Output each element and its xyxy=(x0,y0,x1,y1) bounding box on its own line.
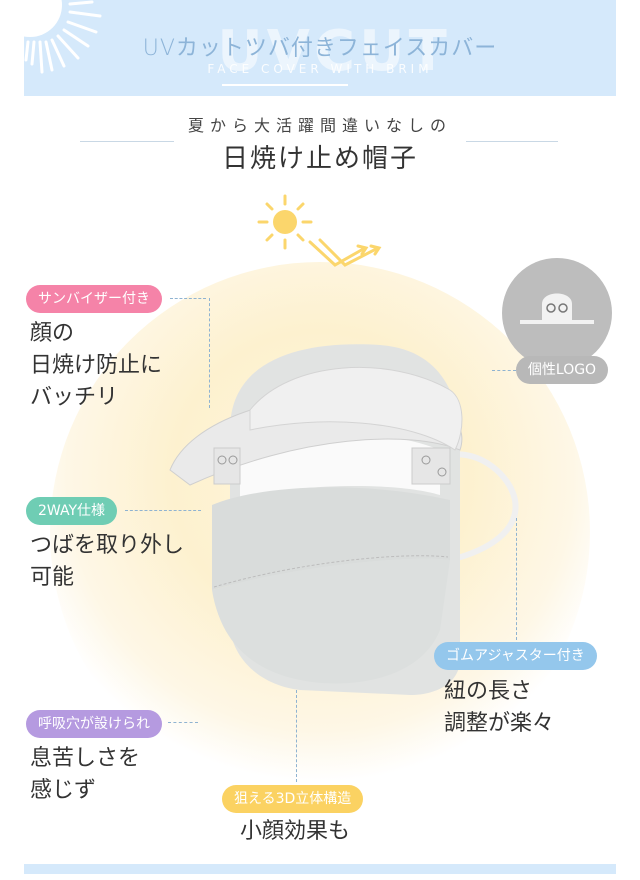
description-line: 感じず xyxy=(30,778,97,803)
face-cover-illustration xyxy=(169,344,519,695)
description-line: 小顔効果も xyxy=(240,819,351,844)
connector-line xyxy=(170,298,206,299)
sun-reflect-icon xyxy=(240,190,390,280)
sun-icon xyxy=(0,0,110,90)
header-watermark: UVCUT xyxy=(217,19,451,84)
feature-badge-2way: 2WAY仕様 xyxy=(26,497,118,525)
feature-description-3d-structure: 小顔効果も xyxy=(240,816,350,848)
description-line: 調整が楽々 xyxy=(444,711,555,736)
header-title: UVカットツバ付きフェイスカバー xyxy=(142,36,498,61)
feature-badge-3d-structure: 狙える3D立体構造 xyxy=(222,785,364,813)
header-banner: UVCUT UVカットツバ付きフェイスカバー FACE COVER WITH B… xyxy=(24,0,616,96)
feature-description-breathing-holes: 息苦しさを 感じず xyxy=(30,743,140,807)
description-line: 日焼け防止に xyxy=(30,353,163,378)
connector-line xyxy=(492,370,516,371)
divider-left xyxy=(80,141,174,142)
feature-badge-adjuster: ゴムアジャスター付き xyxy=(434,642,597,670)
page-title: 日焼け止め帽子 xyxy=(221,144,418,174)
header-underline xyxy=(222,84,348,86)
divider-right xyxy=(466,141,558,142)
footer-band xyxy=(24,864,616,874)
connector-line xyxy=(196,298,210,408)
feature-description-adjuster: 紐の長さ 調整が楽々 xyxy=(444,676,554,740)
header-subtitle: FACE COVER WITH BRIM xyxy=(207,62,433,76)
description-line: 紐の長さ xyxy=(444,679,533,704)
description-line: つばを取り外し xyxy=(30,533,185,558)
feature-badge-breathing-holes: 呼吸穴が設けられ xyxy=(26,710,162,738)
tagline: 夏から大活躍間違いなしの xyxy=(187,116,452,135)
feature-description-sun-visor: 顔の 日焼け防止に バッチリ xyxy=(30,318,162,414)
feature-badge-logo: 個性LOGO xyxy=(516,356,608,384)
ghost-logo-icon xyxy=(502,258,612,368)
description-line: 可能 xyxy=(30,565,75,590)
connector-line xyxy=(125,510,201,511)
description-line: 息苦しさを xyxy=(30,746,141,771)
feature-badge-sun-visor: サンバイザー付き xyxy=(26,285,162,313)
connector-line xyxy=(168,722,198,723)
connector-line xyxy=(296,690,297,782)
description-line: バッチリ xyxy=(30,385,119,410)
description-line: 顔の xyxy=(30,321,75,346)
feature-description-2way: つばを取り外し 可能 xyxy=(30,530,184,594)
connector-line xyxy=(516,518,517,640)
